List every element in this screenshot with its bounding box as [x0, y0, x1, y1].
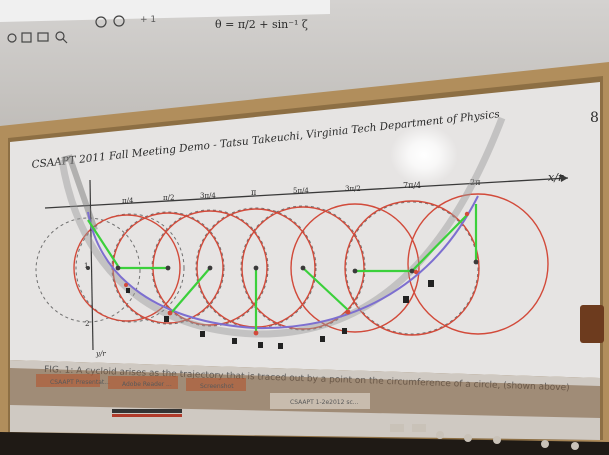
taskbar-item-label: CSAAPT Presentat...	[50, 379, 110, 386]
dashed-circle	[35, 217, 141, 323]
red-circle	[73, 214, 181, 322]
x-tick: π/2	[163, 194, 174, 202]
board-markers	[126, 280, 434, 349]
taskbar-item-label: Screenshot	[200, 383, 234, 390]
marker-tray	[0, 432, 609, 455]
taskbar-item[interactable]	[186, 378, 246, 391]
taskbar-items: CSAAPT Presentat... Adobe Reader ... Scr…	[36, 374, 370, 409]
taskbar-item-active[interactable]	[270, 393, 370, 409]
x-tick: 5π/4	[293, 187, 309, 195]
x-tick: 3π/2	[345, 185, 361, 193]
y-tick-2: 2	[85, 320, 89, 328]
center-dots	[86, 259, 479, 274]
toolbar-fragment: + 1	[140, 15, 156, 25]
upper-projection-area	[0, 0, 609, 135]
dashed-circle	[345, 201, 479, 335]
nav-up-icon[interactable]	[95, 16, 107, 28]
taskbar-item-label: Adobe Reader ...	[122, 381, 172, 388]
email-icon[interactable]	[37, 32, 49, 42]
x-axis-label: x/r	[548, 171, 564, 184]
toolbar-icons	[7, 15, 125, 44]
green-vector	[302, 267, 349, 311]
side-tab	[580, 305, 604, 343]
nav-down-icon[interactable]	[113, 15, 125, 27]
x-tick-labels: π/4 π/2 3π/4 π 5π/4 3π/2 7π/4 2π	[122, 178, 480, 205]
red-circle	[241, 206, 365, 330]
green-vector	[411, 214, 468, 272]
x-tick: 2π	[470, 178, 480, 187]
x-tick: 3π/4	[200, 192, 216, 200]
print-icon[interactable]	[7, 33, 17, 43]
dashed-circle	[240, 205, 366, 331]
red-circle	[290, 203, 420, 333]
dashed-circle	[75, 213, 185, 323]
taskbar-item[interactable]	[36, 374, 100, 387]
projected-toolbar-strip	[0, 0, 330, 22]
y-axis-label: y/r	[95, 350, 106, 358]
save-icon[interactable]	[21, 32, 32, 43]
x-axis	[44, 177, 569, 209]
green-vector	[87, 219, 119, 267]
page-number: 8	[590, 110, 599, 126]
trace-points	[124, 211, 470, 336]
x-tick: π/4	[122, 197, 134, 205]
search-icon[interactable]	[55, 31, 65, 41]
projected-formula: θ = π/2 + sin⁻¹ ζ	[215, 18, 308, 31]
light-glare	[390, 125, 458, 185]
dashed-circle	[195, 207, 317, 329]
red-circle	[407, 193, 549, 335]
x-tick: 7π/4	[403, 181, 421, 190]
green-vectors	[87, 204, 478, 333]
green-vector	[171, 267, 211, 313]
red-circle	[344, 200, 480, 336]
x-tick: π	[251, 188, 256, 197]
tray-objects	[112, 409, 579, 450]
taskbar-item[interactable]	[108, 376, 178, 389]
y-tick-1: 1	[84, 262, 88, 270]
taskbar-item-label: CSAAPT 1-2e2012 sc...	[290, 399, 359, 406]
